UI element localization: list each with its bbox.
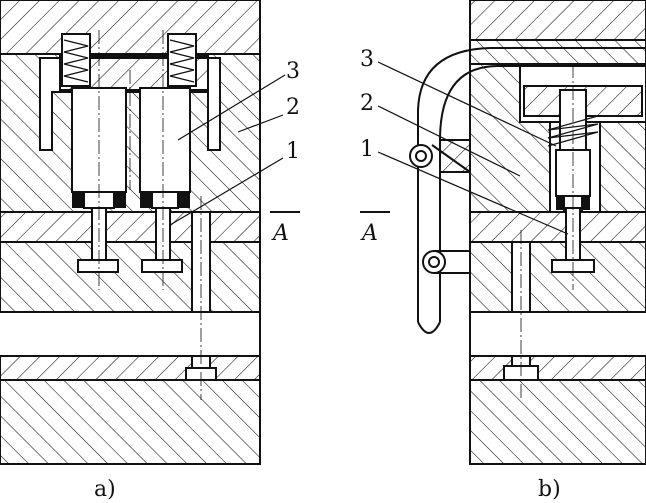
a-mid-plate bbox=[0, 211, 261, 243]
b-callout-2: 2 bbox=[360, 91, 374, 116]
a-leader-1 bbox=[169, 157, 284, 226]
a-top-plate bbox=[0, 0, 261, 55]
a-callout-3: 3 bbox=[286, 59, 300, 84]
b-ejector-plate bbox=[469, 355, 646, 381]
a-spring-right bbox=[167, 33, 197, 87]
a-section-mark: A bbox=[271, 221, 289, 246]
b-lower-plate bbox=[469, 241, 646, 313]
a-lower-plate bbox=[0, 241, 261, 313]
a-base-plate bbox=[0, 379, 261, 465]
a-ejector-plate bbox=[0, 355, 261, 381]
b-leader-2 bbox=[377, 105, 521, 177]
b-top-plate bbox=[469, 0, 646, 41]
b-base-plate bbox=[469, 379, 646, 465]
b-leader-1 bbox=[377, 151, 569, 235]
b-hinge-block bbox=[439, 139, 471, 173]
b-section-mark: A bbox=[360, 221, 378, 246]
a-callout-1: 1 bbox=[286, 139, 300, 164]
a-caption: a) bbox=[94, 477, 116, 502]
b-caption: b) bbox=[538, 477, 561, 502]
b-latch-arm-inner bbox=[439, 65, 646, 322]
a-leader-2 bbox=[237, 114, 284, 133]
a-cylinder-right bbox=[139, 87, 191, 193]
a-pin-head-left bbox=[77, 259, 119, 273]
a-spring-left bbox=[61, 33, 91, 87]
a-callout-2: 2 bbox=[286, 95, 300, 120]
a-leader-3 bbox=[177, 74, 286, 141]
b-latch-arm-outer bbox=[417, 47, 646, 322]
b-leader-3 bbox=[377, 61, 557, 147]
panel-b: 3 2 1 A b) bbox=[360, 0, 646, 502]
a-pin-head-right bbox=[141, 259, 183, 273]
b-callout-1: 1 bbox=[360, 137, 374, 162]
b-mid-plate bbox=[469, 211, 646, 243]
b-callout-3: 3 bbox=[360, 47, 374, 72]
panel-a: 3 2 1 A a) bbox=[0, 0, 300, 502]
